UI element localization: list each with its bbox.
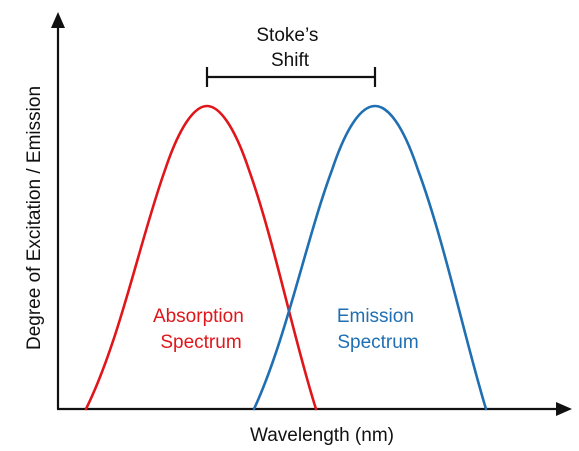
x-axis-label: Wavelength (nm): [250, 425, 394, 446]
shift-label-line2: Shift: [271, 50, 310, 71]
shift-label-line1: Stoke’s: [256, 25, 318, 46]
x-axis-arrowhead: [556, 402, 572, 416]
absorption-label-line1: Absorption: [153, 306, 244, 327]
absorption-spectrum-label: Absorption Spectrum: [153, 306, 249, 353]
shift-label: Stoke’s Shift: [256, 25, 323, 71]
absorption-label-line2: Spectrum: [160, 332, 241, 353]
emission-label-line1: Emission: [337, 306, 414, 327]
emission-label-line2: Spectrum: [337, 332, 418, 353]
y-axis-arrowhead: [51, 12, 65, 28]
y-axis-label: Degree of Excitation / Emission: [24, 86, 45, 350]
emission-curve: [252, 104, 488, 411]
stokes-shift-bracket: [205, 67, 377, 87]
axes: [51, 12, 572, 416]
emission-spectrum-label: Emission Spectrum: [337, 306, 419, 353]
absorption-curve: [84, 104, 318, 411]
